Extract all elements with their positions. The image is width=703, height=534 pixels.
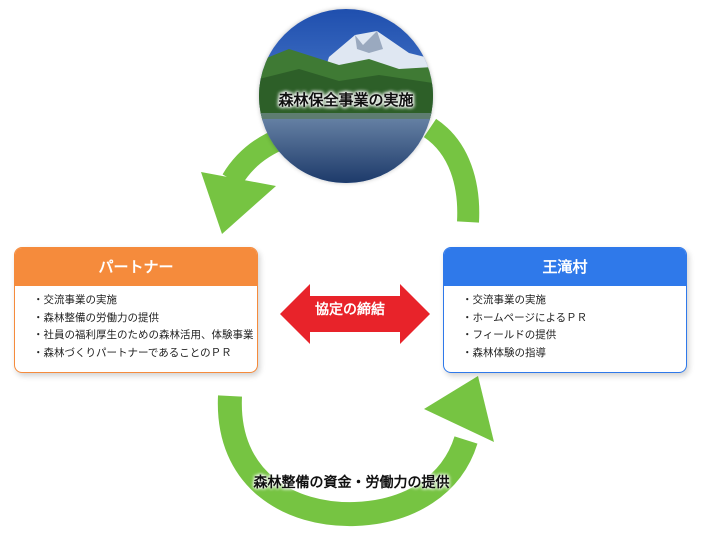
partner-title: パートナー [15,248,257,286]
agreement-double-arrow [280,284,430,344]
agreement-label: 協定の締結 [315,302,385,318]
village-list: 交流事業の実施 ホームページによるＰＲ フィールドの提供 森林体験の指導 [444,286,686,362]
arrow-head-to-village [424,376,494,442]
arrow-to-village [217,395,478,527]
center-label: 森林保全事業の実施 [278,91,414,109]
arrow-head-to-partner [201,172,276,234]
list-item: 森林づくりパートナーであることのＰＲ [33,345,257,363]
list-item: 交流事業の実施 [462,292,686,310]
forest-lake-photo: 森林保全事業の実施 [259,9,433,183]
list-item: 森林整備の労働力の提供 [33,310,257,328]
partner-card: パートナー 交流事業の実施 森林整備の労働力の提供 社員の福利厚生のための森林活… [14,247,258,373]
arrow-from-village [423,118,480,223]
list-item: 交流事業の実施 [33,292,257,310]
list-item: 森林体験の指導 [462,345,686,363]
list-item: 社員の福利厚生のための森林活用、体験事業 [33,327,257,345]
partner-list: 交流事業の実施 森林整備の労働力の提供 社員の福利厚生のための森林活用、体験事業… [15,286,257,362]
landscape-image [259,9,433,183]
village-title: 王滝村 [444,248,686,286]
list-item: ホームページによるＰＲ [462,310,686,328]
bottom-flow-label: 森林整備の資金・労働力の提供 [253,475,450,491]
list-item: フィールドの提供 [462,327,686,345]
village-card: 王滝村 交流事業の実施 ホームページによるＰＲ フィールドの提供 森林体験の指導 [443,247,687,373]
